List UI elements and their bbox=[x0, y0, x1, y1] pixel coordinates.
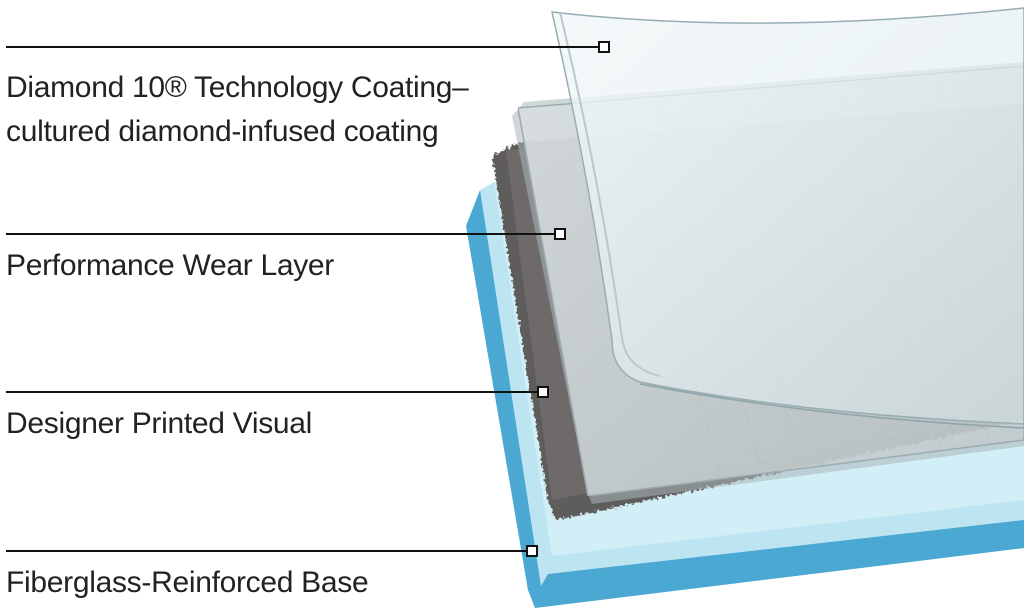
callout-marker-wear-layer bbox=[554, 228, 566, 240]
label-wear-layer: Performance Wear Layer bbox=[6, 249, 334, 282]
label-fiberglass-base: Fiberglass-Reinforced Base bbox=[6, 566, 369, 599]
callout-line-diamond-coating bbox=[6, 46, 604, 48]
callout-line-fiberglass-base bbox=[6, 550, 532, 552]
coating-sheet bbox=[551, 7, 1024, 425]
label-diamond-coating-line1: Diamond 10® Technology Coating– bbox=[6, 71, 469, 104]
coating-curl-edge bbox=[559, 11, 661, 377]
callout-marker-printed-visual bbox=[537, 386, 549, 398]
callout-line-wear-layer bbox=[6, 233, 560, 235]
callout-marker-diamond-coating bbox=[598, 41, 610, 53]
label-printed-visual: Designer Printed Visual bbox=[6, 407, 313, 440]
diamond-coating-film bbox=[551, 7, 1024, 429]
callout-line-printed-visual bbox=[6, 391, 543, 393]
label-diamond-coating-line2: cultured diamond-infused coating bbox=[6, 115, 439, 148]
coating-bottom-edge bbox=[639, 383, 1024, 429]
callout-marker-fiberglass-base bbox=[526, 545, 538, 557]
